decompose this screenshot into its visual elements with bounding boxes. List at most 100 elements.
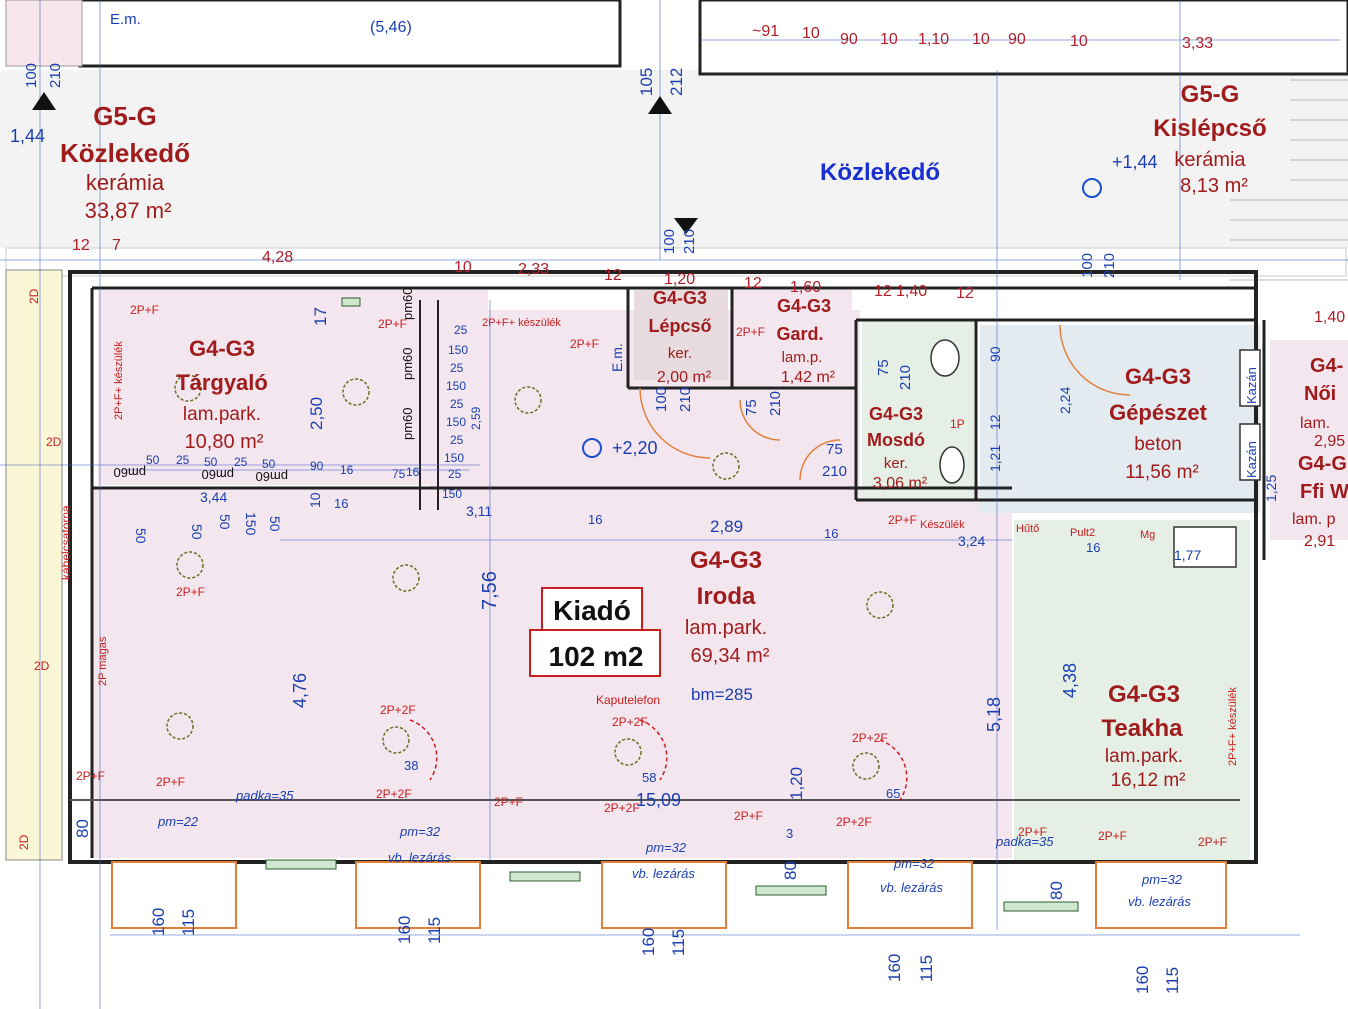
- room-code-ffi: G4-G: [1298, 453, 1347, 475]
- svg-text:7: 7: [112, 237, 121, 254]
- top-dims: ~91 10 90 10 1,10 10 90 10 3,33: [752, 23, 1213, 52]
- svg-text:115: 115: [425, 917, 444, 944]
- room-name-g5-left: Közlekedő: [60, 138, 190, 168]
- svg-text:210: 210: [677, 387, 694, 412]
- svg-text:12: 12: [987, 414, 1003, 430]
- svg-text:2P+F: 2P+F: [176, 585, 205, 599]
- room-name-targyalo: Tárgyaló: [176, 370, 268, 395]
- svg-text:2P+F: 2P+F: [888, 513, 917, 527]
- room-area-targyalo: 10,80 m²: [185, 431, 264, 453]
- svg-text:25: 25: [450, 361, 464, 375]
- room-finish-g5-left: kerámia: [86, 170, 165, 195]
- svg-text:150: 150: [444, 451, 464, 465]
- svg-text:1,77: 1,77: [1174, 547, 1201, 563]
- door-dims: 100 210 105 212 100 210 100 210 100 210 …: [23, 63, 1118, 480]
- svg-text:pm60: pm60: [201, 467, 234, 482]
- svg-text:2P+F: 2P+F: [734, 809, 763, 823]
- svg-text:2D: 2D: [27, 288, 41, 304]
- svg-text:4,38: 4,38: [1060, 663, 1080, 698]
- left-strip: [5, 269, 63, 861]
- svg-text:115: 115: [179, 909, 198, 936]
- room-finish-lepcso: ker.: [668, 345, 692, 362]
- room-name-g5-right: Kislépcső: [1153, 115, 1266, 142]
- svg-text:160: 160: [395, 916, 414, 944]
- svg-text:pm=22: pm=22: [157, 814, 199, 829]
- room-code-targyalo: G4-G3: [189, 336, 255, 361]
- notes: padka=35 padka=35: [235, 788, 1054, 849]
- svg-text:1,20: 1,20: [787, 767, 806, 800]
- room-finish-noi: lam.: [1300, 415, 1330, 432]
- room-finish-targyalo: lam.park.: [183, 404, 261, 425]
- socket-labels: 2P+F 2P+F 2P+F+ készülék 2P+F 2P+F 2P+F …: [17, 288, 1239, 850]
- room-code-g5-left: G5-G: [93, 101, 157, 131]
- svg-text:10: 10: [880, 31, 898, 48]
- svg-text:2P+F: 2P+F: [736, 325, 765, 339]
- svg-text:2P magas: 2P magas: [97, 636, 109, 686]
- svg-text:vb. lezárás: vb. lezárás: [388, 850, 451, 865]
- corridor-area: [0, 70, 1348, 248]
- svg-text:1,20: 1,20: [664, 271, 695, 288]
- svg-text:3: 3: [786, 826, 793, 841]
- em-label-lepcso: E.m.: [609, 343, 625, 372]
- svg-text:12: 12: [604, 267, 622, 284]
- svg-text:kábelcsatorna: kábelcsatorna: [59, 505, 73, 580]
- kiado-area: 102 m2: [549, 641, 644, 672]
- svg-text:50: 50: [133, 528, 149, 544]
- room-name-noi: Női: [1304, 383, 1336, 405]
- svg-text:2P+2F: 2P+2F: [380, 703, 416, 717]
- room-area-lepcso: 2,00 m²: [657, 369, 712, 386]
- svg-text:1,25: 1,25: [1263, 475, 1279, 502]
- svg-text:75: 75: [875, 359, 892, 376]
- svg-text:210: 210: [822, 463, 847, 480]
- svg-text:10: 10: [1070, 33, 1088, 50]
- room-lepcso: [634, 290, 728, 380]
- fixtures: [930, 339, 1261, 568]
- svg-text:17: 17: [311, 307, 330, 326]
- svg-text:2P+2F: 2P+2F: [612, 715, 648, 729]
- level-left: 1,44: [10, 126, 45, 146]
- svg-text:1,21: 1,21: [987, 445, 1003, 472]
- svg-text:padka=35: padka=35: [995, 834, 1054, 849]
- svg-text:65: 65: [886, 786, 900, 801]
- svg-text:150: 150: [442, 487, 462, 501]
- vertical-small-dims: 50 50 50 150 50: [133, 512, 283, 544]
- svg-text:1,60: 1,60: [790, 279, 821, 296]
- svg-text:90: 90: [1008, 31, 1026, 48]
- svg-text:2P+2F: 2P+2F: [604, 801, 640, 815]
- svg-text:160: 160: [639, 928, 658, 956]
- room-name-gard: Gard.: [776, 324, 823, 344]
- kiado-label: Kiadó: [553, 595, 631, 626]
- svg-text:1P: 1P: [950, 417, 965, 431]
- room-area-gard: 1,42 m²: [781, 369, 836, 386]
- svg-text:2P+F: 2P+F: [1098, 829, 1127, 843]
- svg-text:16: 16: [340, 463, 354, 477]
- level-main: +2,20: [612, 438, 658, 458]
- room-area-mosdo: 3,06 m²: [873, 475, 928, 492]
- svg-text:25: 25: [234, 455, 248, 469]
- svg-text:2P+F+ készülék: 2P+F+ készülék: [113, 341, 125, 420]
- svg-text:Kaputelefon: Kaputelefon: [596, 693, 660, 707]
- walls: [68, 270, 1266, 864]
- svg-text:1,40: 1,40: [896, 283, 927, 300]
- svg-text:2,24: 2,24: [1057, 387, 1073, 414]
- svg-text:2D: 2D: [17, 834, 31, 850]
- svg-text:50: 50: [262, 457, 276, 471]
- svg-text:150: 150: [243, 512, 259, 536]
- svg-text:5,18: 5,18: [984, 697, 1004, 732]
- room-name-teakha: Teakha: [1102, 715, 1184, 742]
- top-block-left: [78, 0, 622, 68]
- svg-text:2P+2F: 2P+2F: [376, 787, 412, 801]
- svg-text:160: 160: [885, 954, 904, 982]
- svg-text:1,10: 1,10: [918, 31, 949, 48]
- svg-text:2,89: 2,89: [710, 517, 743, 536]
- svg-text:58: 58: [642, 770, 656, 785]
- svg-text:2P+F: 2P+F: [494, 795, 523, 809]
- svg-text:2P+F: 2P+F: [1198, 835, 1227, 849]
- svg-text:16: 16: [406, 465, 420, 479]
- svg-text:1,40: 1,40: [1314, 309, 1345, 326]
- svg-text:115: 115: [1163, 967, 1182, 994]
- svg-text:115: 115: [669, 929, 688, 956]
- level-markers: [32, 92, 1102, 458]
